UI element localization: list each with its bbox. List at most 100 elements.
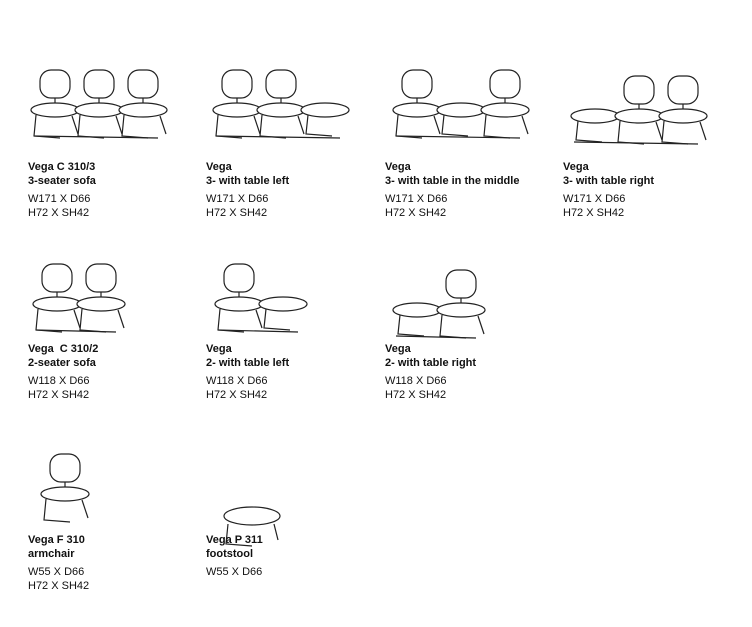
product-dimension: H72 X SH42 (385, 389, 447, 401)
backrest (50, 454, 80, 482)
frame-leg (74, 310, 80, 328)
frame-leg (396, 115, 422, 138)
side-table-top (393, 303, 441, 317)
frame-leg (34, 115, 60, 138)
backrest (624, 76, 654, 104)
product-dimension: W171 X D66 (385, 193, 448, 205)
frame-leg (256, 310, 262, 328)
product-description: 2- with table right (385, 357, 477, 369)
side-table-top (301, 103, 349, 117)
frame-leg (122, 115, 148, 138)
stool-cushion (224, 507, 280, 525)
seat-cushion (31, 103, 79, 117)
product-dimension: W118 X D66 (206, 375, 268, 387)
base-rail (34, 136, 158, 138)
seat-cushion (119, 103, 167, 117)
backrest (40, 70, 70, 98)
base-rail (396, 136, 520, 138)
frame-leg (306, 115, 332, 136)
backrest (128, 70, 158, 98)
seat-cushion (77, 297, 125, 311)
armchair-icon (38, 442, 108, 532)
frame-leg (260, 115, 286, 138)
footstool-icon (218, 464, 288, 554)
product-drawing (28, 58, 176, 148)
product-dimension: W118 X D66 (385, 375, 447, 387)
frame-leg (78, 115, 104, 138)
product-description: 2- with table left (206, 357, 290, 369)
product-dimension: W55 X D66 (206, 566, 263, 578)
product-description: 3-seater sofa (28, 175, 96, 187)
frame-leg (484, 115, 510, 138)
base-rail (36, 330, 116, 332)
product-dimension: H72 X SH42 (28, 389, 90, 401)
product-drawing (30, 252, 134, 342)
side-table-top (571, 109, 619, 123)
backrest (224, 264, 254, 292)
product-dimension: W55 X D66 (28, 566, 85, 578)
backrest (490, 70, 520, 98)
frame-leg (398, 315, 424, 336)
product-drawing (210, 58, 358, 148)
product-name: Vega P 311 (206, 534, 263, 546)
product-drawing (390, 58, 538, 148)
base-rail (396, 336, 476, 338)
backrest (446, 270, 476, 298)
backrest (222, 70, 252, 98)
product-name: Vega (385, 161, 411, 173)
base-rail (218, 330, 298, 332)
frame-leg (662, 121, 688, 144)
side-table-top (437, 103, 485, 117)
product-description: 2-seater sofa (28, 357, 96, 369)
backrest (402, 70, 432, 98)
product-dimension: W171 X D66 (563, 193, 626, 205)
frame-leg (478, 316, 484, 334)
frame-leg (274, 524, 278, 540)
product-name: Vega C 310/2 (28, 343, 99, 355)
seat-cushion (437, 303, 485, 317)
three-seater-table-left-icon (210, 58, 358, 148)
frame-leg (116, 116, 122, 134)
backrest (86, 264, 116, 292)
two-seater-table-right-icon (390, 258, 494, 348)
frame-leg (576, 121, 602, 142)
product-drawing (212, 252, 316, 342)
backrest (668, 76, 698, 104)
base-rail (216, 136, 340, 138)
three-seater-table-right-icon (568, 64, 716, 154)
product-description: 3- with table in the middle (385, 175, 520, 187)
frame-leg (82, 500, 88, 518)
seat-cushion (213, 103, 261, 117)
product-name: Vega F 310 (28, 534, 85, 546)
seat-cushion (257, 103, 305, 117)
three-seater-sofa-icon (28, 58, 176, 148)
product-drawing (390, 258, 494, 348)
product-name: Vega (206, 161, 232, 173)
product-description: footstool (206, 548, 254, 560)
seat-cushion (75, 103, 123, 117)
frame-leg (298, 116, 304, 134)
three-seater-table-middle-icon (390, 58, 538, 148)
product-dimension: H72 X SH42 (563, 207, 625, 219)
product-drawing (568, 64, 716, 154)
frame-leg (218, 309, 244, 332)
product-description: 3- with table right (563, 175, 655, 187)
frame-leg (442, 115, 468, 136)
seat-cushion (41, 487, 89, 501)
frame-leg (72, 116, 78, 134)
frame-leg (216, 115, 242, 138)
seat-cushion (215, 297, 263, 311)
seat-cushion (393, 103, 441, 117)
product-dimension: W171 X D66 (206, 193, 269, 205)
product-name: Vega C 310/3 (28, 161, 96, 173)
backrest (42, 264, 72, 292)
two-seater-table-left-icon (212, 252, 316, 342)
frame-leg (656, 122, 662, 140)
product-drawing (218, 464, 288, 554)
backrest (266, 70, 296, 98)
product-name: Vega (563, 161, 589, 173)
product-drawing (38, 442, 108, 532)
frame-leg (226, 524, 252, 546)
product-name: Vega (206, 343, 232, 355)
product-dimension: H72 X SH42 (206, 389, 268, 401)
